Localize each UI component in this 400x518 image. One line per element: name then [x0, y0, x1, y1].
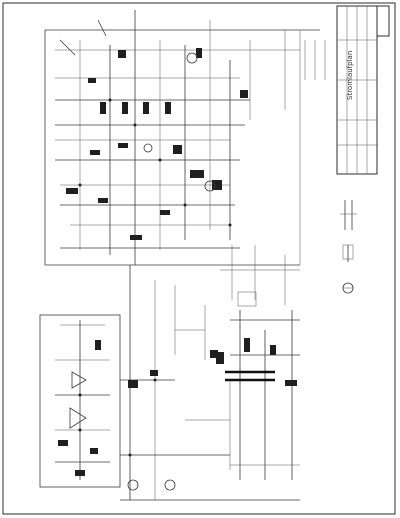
symbol-legend — [304, 40, 357, 294]
main-amplifier-section — [44, 10, 320, 266]
drawing-title: Stromlaufplan — [346, 51, 354, 100]
sheet-border — [2, 2, 396, 515]
power-supply-section — [216, 245, 300, 480]
title-block: Stromlaufplan — [336, 5, 390, 175]
output-section — [120, 265, 300, 501]
input-subboard — [39, 314, 121, 488]
opamp-symbol — [69, 407, 87, 429]
